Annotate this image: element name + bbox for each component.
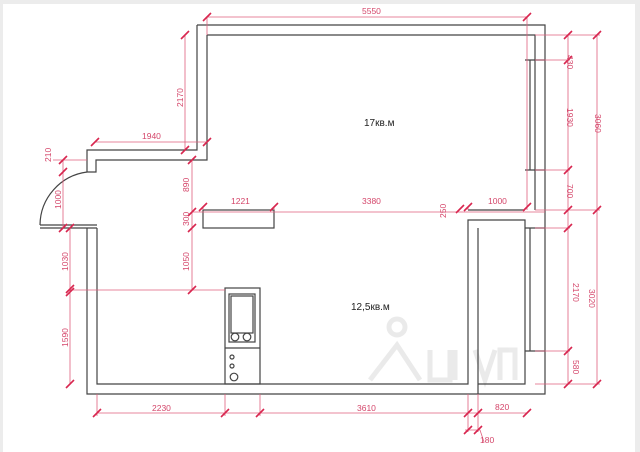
walls: [39, 24, 546, 395]
dim-wall-thickness: 180: [480, 435, 494, 445]
dim-partition-gap: 250: [438, 204, 448, 218]
dim-upper-right-total: 3060: [593, 114, 603, 133]
room-label-main: 17кв.м: [364, 118, 395, 129]
dim-window-lower-offset: 700: [565, 184, 575, 198]
dim-window-bottom-offset: 580: [571, 360, 581, 374]
dim-balcony-door: 1000: [488, 196, 507, 206]
dim-corridor-step: 210: [43, 148, 53, 162]
dim-window-top-offset: 430: [565, 55, 575, 69]
dim-top-width: 5550: [362, 6, 381, 16]
dim-opening-width: 3380: [362, 196, 381, 206]
dim-balcony-width: 820: [495, 402, 509, 412]
dim-left-upper-height: 2170: [175, 88, 185, 107]
dim-left-lower-upper: 1030: [60, 252, 70, 271]
dim-bottom-middle: 3610: [357, 403, 376, 413]
partition-block: [202, 209, 275, 229]
dimension-lines: [53, 16, 600, 443]
dim-window-upper-height: 1930: [565, 108, 575, 127]
dim-window-lower-height: 2170: [571, 283, 581, 302]
dim-partition-length: 1221: [231, 196, 250, 206]
kitchen-stove: [224, 287, 261, 385]
window-lower: [525, 227, 545, 352]
room-label-kitchen: 12,5кв.м: [351, 302, 390, 313]
dim-lower-right-total: 3020: [587, 289, 597, 308]
dim-bottom-left: 2230: [152, 403, 171, 413]
dim-partition-to-kitchen: 1050: [181, 252, 191, 271]
dim-door-width: 1000: [53, 190, 63, 209]
dim-partition-thickness: 300: [181, 212, 191, 226]
dimension-labels: 5550 2170 1940 210 1000 890 300 1221 338…: [43, 6, 603, 445]
dim-corridor-width: 1940: [142, 131, 161, 141]
watermark-logo: [368, 316, 518, 388]
dim-left-lower-lower: 1590: [60, 328, 70, 347]
dimension-ticks: [58, 12, 602, 435]
dim-corridor-to-partition: 890: [181, 178, 191, 192]
